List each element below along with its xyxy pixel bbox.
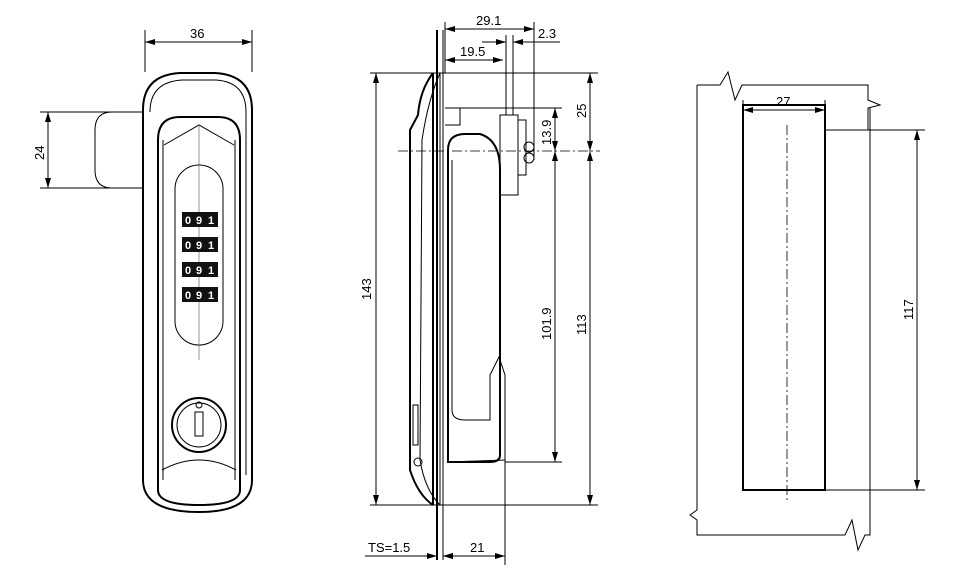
svg-text:0: 0 xyxy=(185,215,191,227)
svg-text:9: 9 xyxy=(196,265,202,277)
dim-handle: 24 xyxy=(32,146,47,160)
side-view: 143 29.1 2.3 19.5 25 13.9 101.9 113 TS=1… xyxy=(359,13,600,565)
svg-text:9: 9 xyxy=(196,240,202,252)
svg-text:1: 1 xyxy=(208,265,214,277)
dim-cutout-width: 27 xyxy=(776,94,790,109)
dim-plate: 2.3 xyxy=(538,26,556,41)
dim-height: 143 xyxy=(359,278,374,300)
svg-text:0: 0 xyxy=(185,240,191,252)
dim-bottom-depth: 21 xyxy=(470,540,484,555)
dim-top-offset: 25 xyxy=(574,104,589,118)
dim-cutout-inner: 101.9 xyxy=(539,307,554,340)
key-cylinder xyxy=(171,397,227,453)
svg-text:9: 9 xyxy=(196,215,202,227)
svg-text:0: 0 xyxy=(185,265,191,277)
svg-text:1: 1 xyxy=(208,215,214,227)
dim-depth-total: 29.1 xyxy=(476,13,501,28)
svg-text:1: 1 xyxy=(208,290,214,302)
svg-text:0: 0 xyxy=(185,290,191,302)
dim-width: 36 xyxy=(190,26,204,41)
svg-text:9: 9 xyxy=(196,290,202,302)
dim-cam-offset: 13.9 xyxy=(539,120,554,145)
svg-text:1: 1 xyxy=(208,240,214,252)
dim-cutout: 113 xyxy=(574,314,589,335)
dim-panel-thickness: TS=1.5 xyxy=(368,540,410,555)
cutout-view: 27 117 xyxy=(689,70,925,552)
dim-cutout-height: 117 xyxy=(901,299,916,320)
dim-depth-front: 19.5 xyxy=(460,44,485,59)
